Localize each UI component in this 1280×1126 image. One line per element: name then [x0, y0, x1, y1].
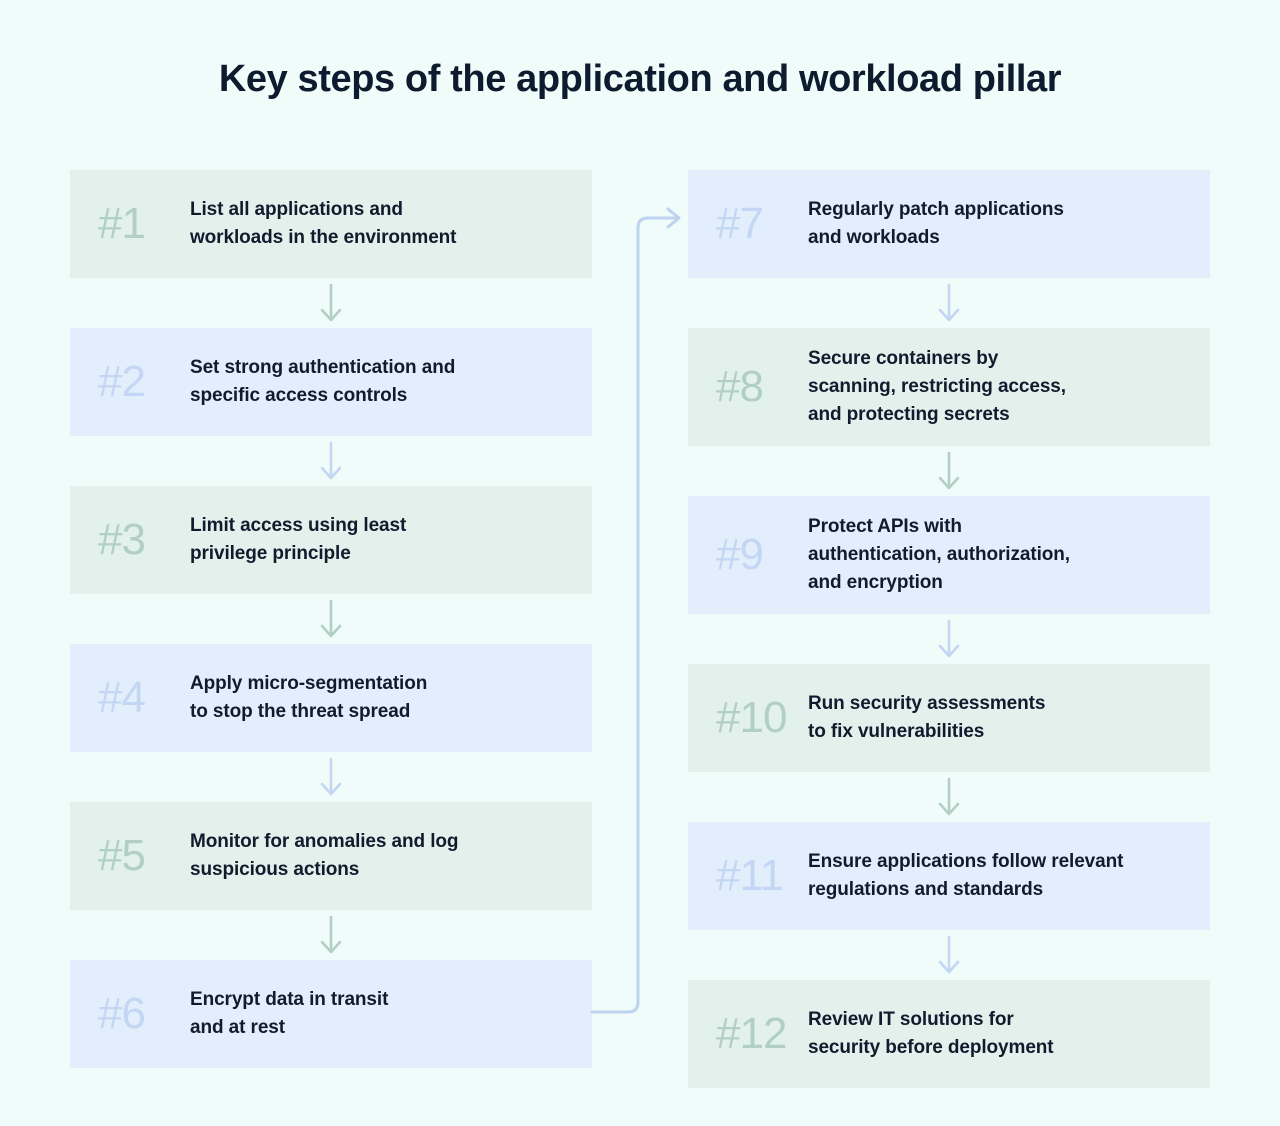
step-card: #4 Apply micro-segmentation to stop the t… [70, 644, 592, 752]
step-number: #4 [98, 673, 146, 722]
step-description: List all applications and workloads in t… [190, 199, 457, 248]
arrow-down-icon [320, 599, 342, 638]
arrow-down-icon [938, 283, 960, 322]
step-connector-gap [688, 614, 1210, 664]
step-connector-gap [70, 594, 592, 644]
arrow-down-icon [938, 619, 960, 658]
step-description: Protect APIs with authentication, author… [808, 516, 1070, 593]
step-number: #6 [98, 989, 146, 1038]
step-description: Regularly patch applications and workloa… [808, 199, 1064, 248]
step-card: #10 Run security assessments to fix vulne… [688, 664, 1210, 772]
step-connector-gap [70, 278, 592, 328]
arrow-down-icon [320, 441, 342, 480]
step-number: #12 [716, 1009, 787, 1058]
arrow-down-icon [938, 451, 960, 490]
step-number: #8 [716, 362, 764, 411]
step-description: Review IT solutions for security before … [808, 1009, 1054, 1058]
step-description: Set strong authentication and specific a… [190, 357, 456, 406]
step-card: #8 Secure containers by scanning, restric… [688, 328, 1210, 446]
step-description: Monitor for anomalies and log suspicious… [190, 831, 459, 880]
arrow-down-icon [320, 757, 342, 796]
step-card: #7 Regularly patch applications and workl… [688, 170, 1210, 278]
step-card: #1 List all applications and workloads in… [70, 170, 592, 278]
steps-column-right: #7 Regularly patch applications and workl… [688, 170, 1210, 1088]
step-description: Ensure applications follow relevant regu… [808, 851, 1124, 900]
step-number: #2 [98, 357, 146, 406]
step-description: Apply micro-segmentation to stop the thr… [190, 673, 428, 722]
arrow-down-icon [938, 935, 960, 974]
step-card: #6 Encrypt data in transit and at rest [70, 960, 592, 1068]
step-description: Limit access using least privilege princ… [190, 515, 407, 564]
step-connector-gap [70, 752, 592, 802]
step-connector-gap [688, 772, 1210, 822]
steps-column-left: #1 List all applications and workloads in… [70, 170, 592, 1068]
step-number: #9 [716, 530, 764, 579]
step-connector-gap [70, 436, 592, 486]
step-description: Secure containers by scanning, restricti… [808, 348, 1066, 425]
step-number: #5 [98, 831, 146, 880]
step-card: #3 Limit access using least privilege pri… [70, 486, 592, 594]
step-connector-gap [688, 930, 1210, 980]
step-card: #12 Review IT solutions for security befo… [688, 980, 1210, 1088]
step-connector-gap [688, 278, 1210, 328]
step-description: Encrypt data in transit and at rest [190, 989, 389, 1038]
step-connector-gap [688, 446, 1210, 496]
step-card: #5 Monitor for anomalies and log suspicio… [70, 802, 592, 910]
step-card: #9 Protect APIs with authentication, auth… [688, 496, 1210, 614]
step-number: #7 [716, 199, 764, 248]
step-description: Run security assessments to fix vulnerab… [808, 693, 1046, 742]
step-number: #11 [716, 851, 784, 900]
step-number: #10 [716, 693, 787, 742]
page-title: Key steps of the application and workloa… [218, 58, 1062, 100]
step-connector-gap [70, 910, 592, 960]
step-number: #1 [98, 199, 146, 248]
step-card: #2 Set strong authentication and specific… [70, 328, 592, 436]
arrow-down-icon [320, 283, 342, 322]
step-number: #3 [98, 515, 146, 564]
arrow-down-icon [938, 777, 960, 816]
arrow-down-icon [320, 915, 342, 954]
step-card: #11 Ensure applications follow relevant r… [688, 822, 1210, 930]
